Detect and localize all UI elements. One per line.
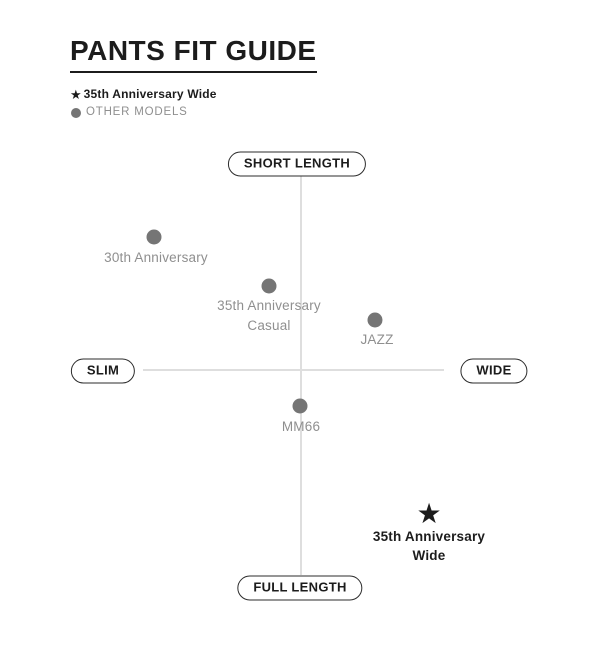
dot-marker: [261, 278, 277, 294]
axis-label-slim: SLIM: [70, 358, 136, 384]
dot-marker: [367, 312, 383, 328]
vertical-axis-line: [300, 176, 302, 575]
legend-item-35th-anniversary-wide: ★ 35th Anniversary Wide: [70, 87, 217, 102]
axis-label-short-length: SHORT LENGTH: [227, 151, 367, 177]
star-marker: ★: [416, 498, 442, 529]
legend-item-other-models: OTHER MODELS: [70, 105, 217, 120]
dot-marker: [292, 398, 308, 414]
axis-label-wide: WIDE: [460, 358, 528, 384]
page-title: PANTS FIT GUIDE: [70, 35, 317, 73]
axis-label-full-length: FULL LENGTH: [237, 575, 363, 601]
star-icon: ★: [70, 87, 82, 102]
dot-marker: [146, 229, 162, 245]
horizontal-axis-line: [143, 369, 444, 371]
point-label: 30th Anniversary: [104, 250, 208, 265]
legend-star-label: 35th Anniversary Wide: [83, 87, 217, 101]
legend: ★ 35th Anniversary Wide OTHER MODELS: [70, 87, 217, 120]
dot-icon: [71, 107, 81, 118]
legend-dot-label: OTHER MODELS: [86, 106, 188, 118]
point-label: JAZZ: [360, 332, 394, 347]
point-label: MM66: [281, 419, 321, 434]
